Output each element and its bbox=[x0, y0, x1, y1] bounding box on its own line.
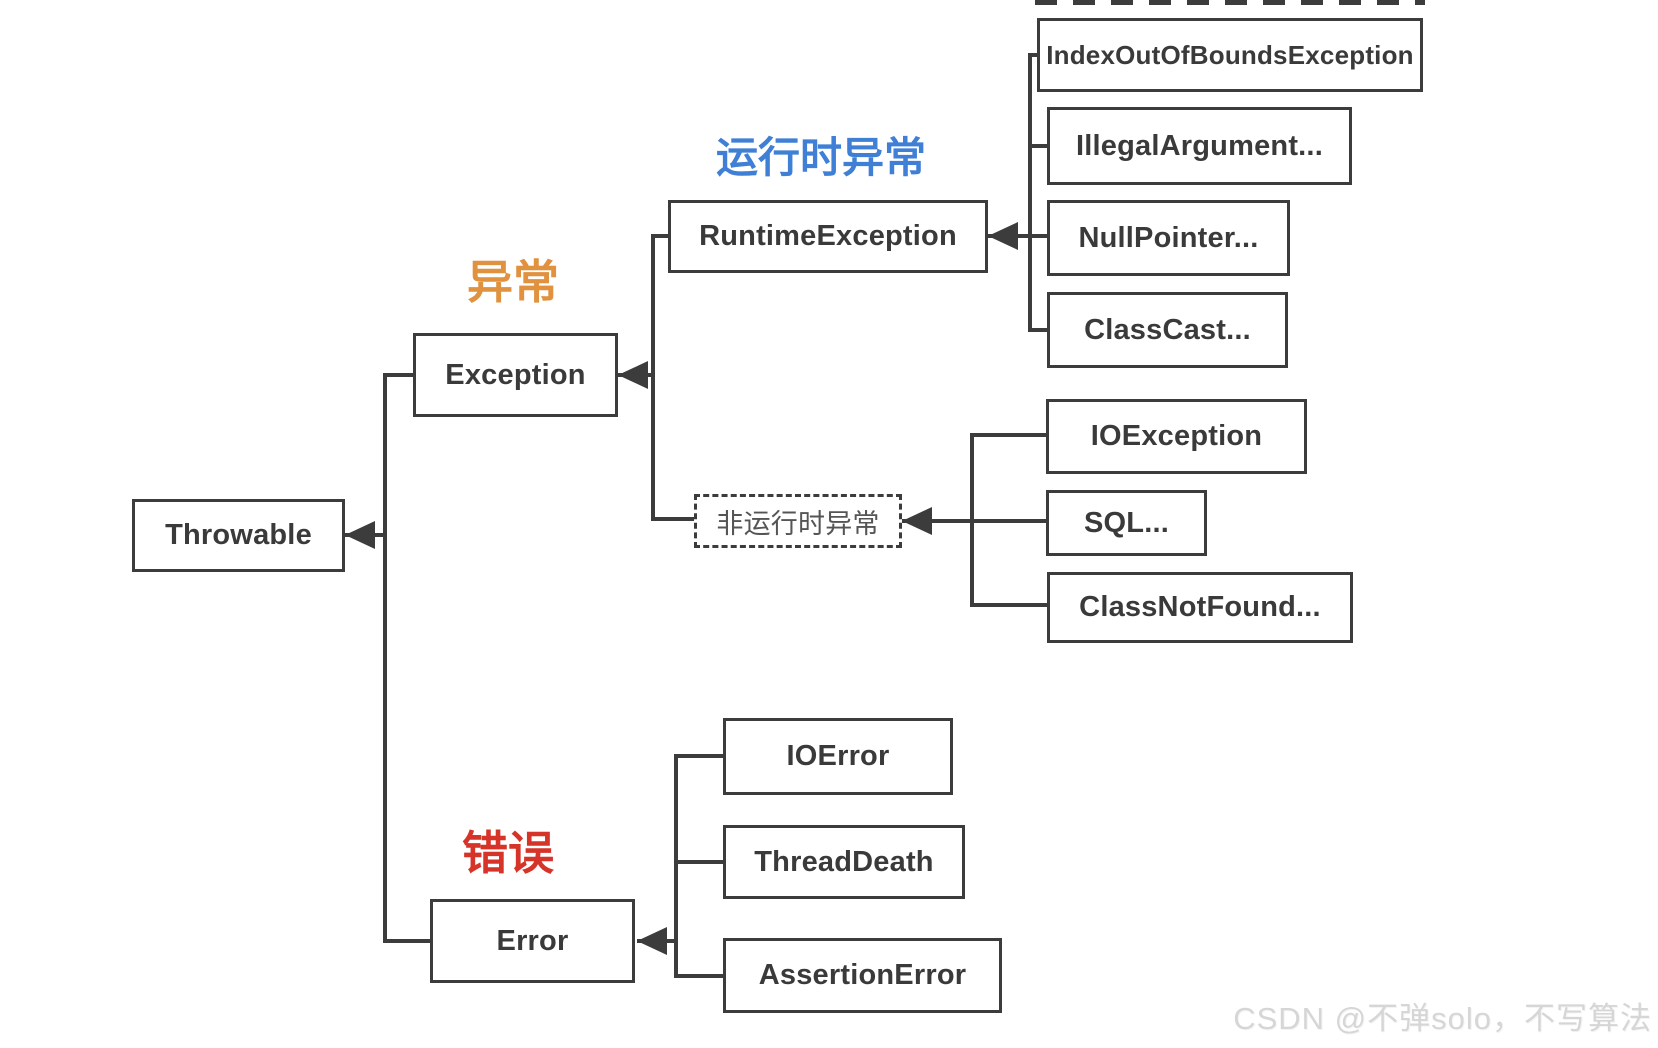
arrowhead-left-icon bbox=[637, 927, 667, 955]
connector-line bbox=[651, 234, 668, 238]
node-null-pointer: NullPointer... bbox=[1047, 200, 1290, 276]
csdn-watermark: CSDN @不弹solo，不写算法 bbox=[1233, 1001, 1652, 1036]
connector-line bbox=[1028, 144, 1047, 148]
connector-line bbox=[651, 234, 655, 520]
connector-line bbox=[674, 754, 678, 976]
connector-line bbox=[651, 517, 694, 521]
node-runtime-exception: RuntimeException bbox=[668, 200, 988, 273]
arrowhead-left-icon bbox=[988, 222, 1018, 250]
node-class-cast: ClassCast... bbox=[1047, 292, 1288, 368]
node-non-runtime-exception: 非运行时异常 bbox=[694, 494, 902, 548]
connector-line bbox=[674, 754, 723, 758]
arrowhead-left-icon bbox=[345, 521, 375, 549]
arrowhead-left-icon bbox=[902, 507, 932, 535]
node-throwable: Throwable bbox=[132, 499, 345, 572]
node-io-exception: IOException bbox=[1046, 399, 1307, 474]
node-illegal-argument: IllegalArgument... bbox=[1047, 107, 1352, 185]
connector-line bbox=[902, 519, 1046, 523]
errors-label: 错误 bbox=[462, 827, 554, 879]
connector-line bbox=[1028, 53, 1032, 332]
exceptions-label: 异常 bbox=[467, 256, 559, 308]
connector-line bbox=[383, 373, 387, 941]
connector-line bbox=[383, 373, 413, 377]
node-thread-death: ThreadDeath bbox=[723, 825, 965, 899]
connector-line bbox=[674, 974, 723, 978]
node-index-out-of-bounds-exception: IndexOutOfBoundsException bbox=[1037, 18, 1423, 92]
arrowhead-left-icon bbox=[618, 361, 648, 389]
connector-line bbox=[1028, 328, 1047, 332]
node-class-not-found: ClassNotFound... bbox=[1047, 572, 1353, 643]
connector-line bbox=[383, 939, 430, 943]
connector-line bbox=[1028, 53, 1037, 57]
connector-line bbox=[970, 603, 1047, 607]
connector-line bbox=[674, 860, 723, 864]
runtime-exceptions-label: 运行时异常 bbox=[716, 134, 927, 181]
node-assertion-error: AssertionError bbox=[723, 938, 1002, 1013]
node-error: Error bbox=[430, 899, 635, 983]
node-sql: SQL... bbox=[1046, 490, 1207, 556]
node-io-error: IOError bbox=[723, 718, 953, 795]
node-exception: Exception bbox=[413, 333, 618, 417]
connector-line bbox=[970, 433, 1046, 437]
cropped-dashed-edge bbox=[1035, 0, 1425, 5]
